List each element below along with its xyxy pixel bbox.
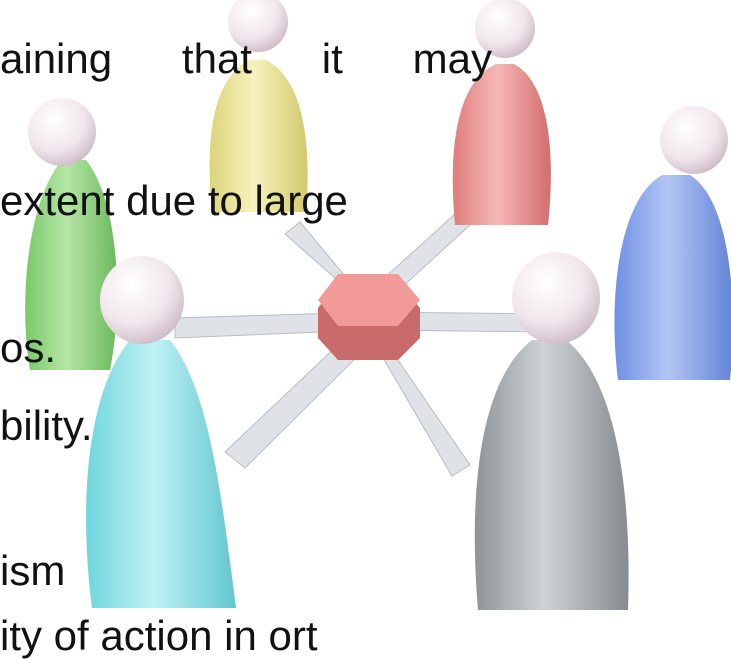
person-red [452, 0, 551, 225]
text-word: it [321, 35, 343, 82]
text-line-1: aining that it may [0, 38, 492, 80]
person-grey [474, 252, 629, 610]
text-word: aining [0, 35, 113, 82]
person-blue [614, 106, 731, 380]
network-hub [318, 274, 420, 360]
text-word: may [412, 35, 492, 82]
person-yellow [209, 0, 308, 212]
person-cyan [86, 256, 236, 608]
person-green [25, 98, 118, 370]
text-line-5: ism [0, 547, 66, 594]
text-line-6: ity of action in ort [0, 612, 318, 659]
text-word: that [181, 35, 252, 82]
text-line-2: extent due to large [0, 177, 348, 224]
text-line-4: bility. [0, 402, 93, 449]
text-line-3: os. [0, 324, 57, 371]
people-network-illustration [25, 0, 731, 610]
